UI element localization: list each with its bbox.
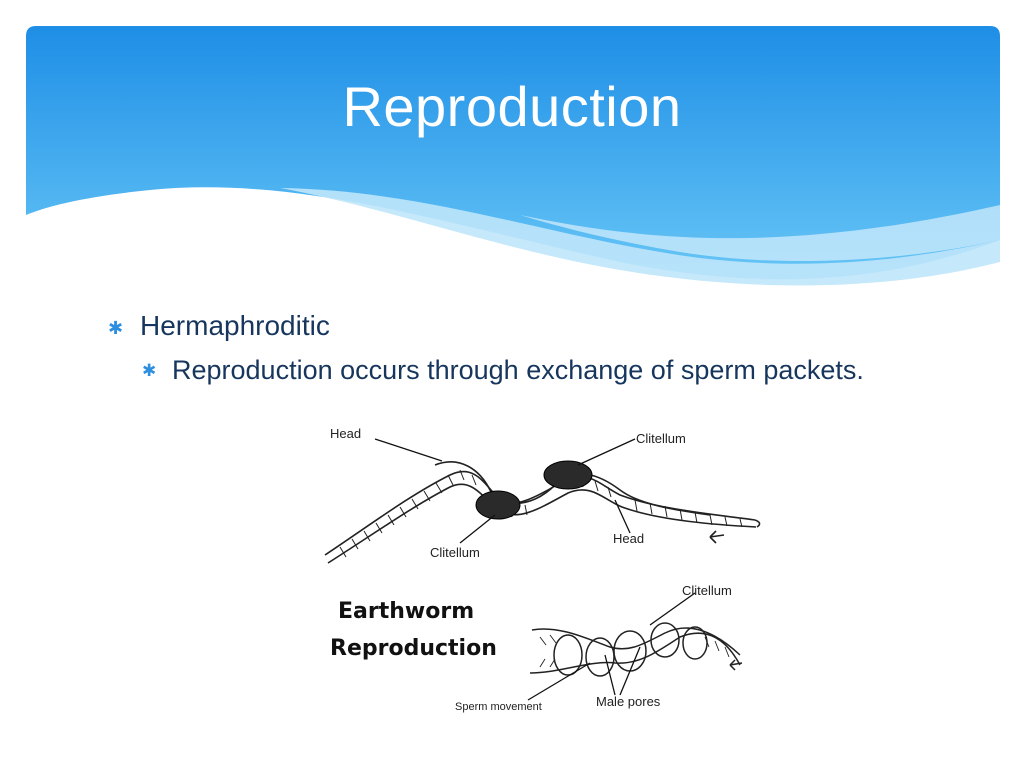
caption-line-1: Earthworm [338,599,474,624]
caption-line-2: Reproduction [330,636,497,661]
slide-title: Reproduction [342,75,682,138]
upper-pointers [374,438,636,544]
worm-tail-a [754,519,761,528]
lower-segment-5 [682,626,708,660]
worm-body-a-under [327,483,757,564]
label-male-pores: Male pores [596,694,661,709]
sub-bullet-text: Reproduction occurs through exchange of … [172,355,864,385]
lower-worm-segments [539,634,730,668]
lower-worm-body-b [529,632,741,674]
wave-light [280,188,1000,286]
lower-segment-3 [613,630,647,672]
label-sperm-movement: Sperm movement [455,701,542,713]
earthworm-reproduction-figure: Head Clitellum Head Clitellum Earthworm … [324,426,761,713]
worm-segments [339,469,743,558]
banner-shape [26,26,1000,280]
sub-bullet-item: ✱ Reproduction occurs through exchange o… [142,352,868,389]
lower-pointers [527,592,696,701]
label-clitellum-lower: Clitellum [682,583,732,598]
label-clitellum-bottom-left: Clitellum [430,545,480,560]
lower-segment-1 [553,634,583,676]
asterisk-bullet-icon: ✱ [142,361,157,380]
clitellum-bands [475,460,593,520]
asterisk-bullet-icon: ✱ [108,318,124,338]
movement-arrow [709,530,725,544]
bullet-item: ✱ Hermaphroditic [108,306,868,346]
upper-worm-pair [324,461,761,564]
label-clitellum-top-right: Clitellum [636,431,686,446]
lower-segment-4 [650,622,680,658]
lower-worm-body-a [531,627,741,656]
title-banner [26,26,1000,286]
clitellum-band-right [543,460,593,490]
clitellum-band-left [475,490,521,520]
bullet-text: Hermaphroditic [140,310,330,341]
label-head-top: Head [330,426,361,441]
lower-worm-pair [529,622,743,677]
wave-lighter [520,205,1000,262]
bullet-list: ✱ Hermaphroditic ✱ Reproduction occurs t… [108,306,868,389]
lower-movement-arrow [729,659,743,671]
label-head-bottom: Head [613,531,644,546]
worm-body-a [324,470,756,556]
